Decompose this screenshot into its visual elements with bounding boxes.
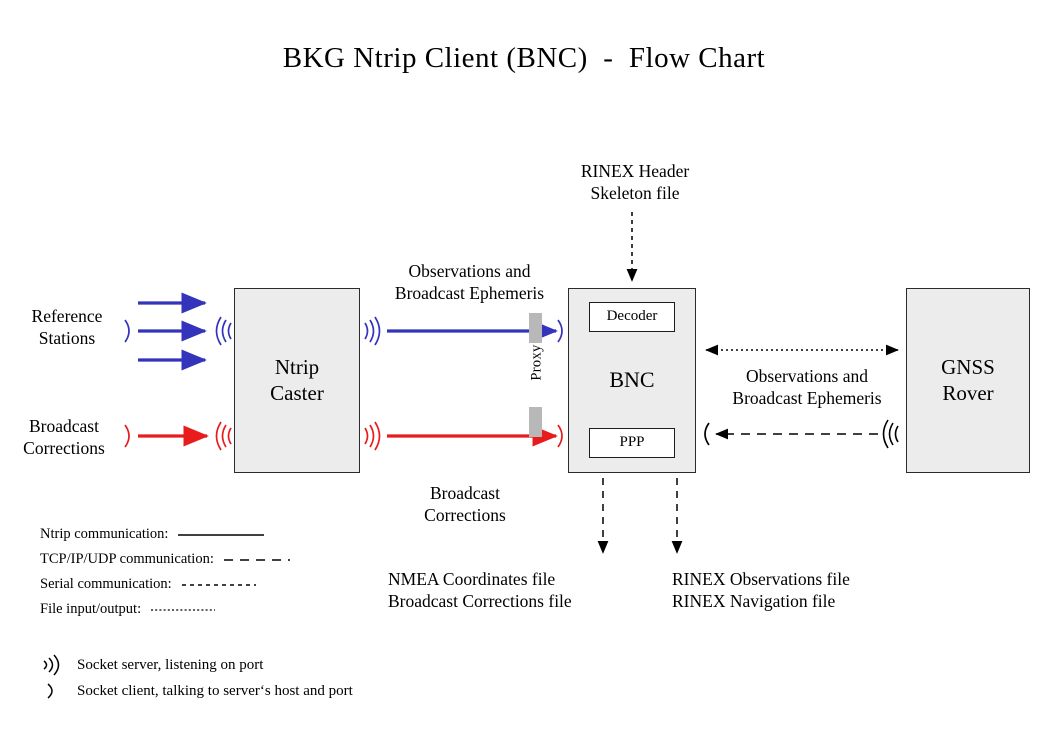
label-observations-ephemeris-caster-to-bnc: Observations and Broadcast Ephemeris: [394, 261, 545, 304]
legend-swatch-solid: [176, 496, 266, 574]
label-broadcast-corrections-caster-to-bnc: Broadcast Corrections: [424, 483, 506, 526]
legend-label-file-io: File input/output:: [40, 601, 142, 617]
legend-row-serial: Serial communication:: [40, 572, 370, 597]
node-bnc[interactable]: Decoder BNC PPP: [568, 288, 696, 473]
legend-row-ntrip: Ntrip communication:: [40, 522, 370, 547]
node-gnss-rover[interactable]: GNSS Rover: [906, 288, 1030, 473]
bnc-label: BNC: [609, 366, 655, 392]
arrow-reference-stations-to-caster: [138, 292, 207, 371]
legend-label-socket-client: Socket client, talking to server‘s host …: [77, 682, 353, 699]
node-ntrip-caster[interactable]: Ntrip Caster: [234, 288, 360, 473]
legend-swatch-dotted-fine: [149, 571, 217, 649]
proxy-bar-top: [529, 313, 542, 343]
legend-row-socket-client: Socket client, talking to server‘s host …: [38, 678, 458, 704]
label-rinex-header-skeleton-file: RINEX Header Skeleton file: [580, 161, 690, 204]
legend-label-serial: Serial communication:: [40, 576, 172, 592]
socket-client-icon: [557, 424, 563, 448]
socket-server-icon: [364, 316, 381, 346]
legend-label-ntrip: Ntrip communication:: [40, 526, 169, 542]
ntrip-caster-line2: Caster: [270, 380, 324, 405]
gnss-rover-line2: Rover: [942, 380, 994, 405]
page-title: BKG Ntrip Client (BNC) - Flow Chart: [282, 42, 766, 74]
proxy-element: Proxy: [524, 310, 548, 440]
label-observations-ephemeris-bnc-to-rover: Observations and Broadcast Ephemeris: [732, 366, 882, 409]
bnc-ppp-box[interactable]: PPP: [589, 427, 675, 458]
label-rinex-output-files: RINEX Observations file RINEX Navigation…: [672, 569, 850, 612]
label-reference-stations: Reference Stations: [31, 306, 103, 349]
socket-server-icon: [38, 618, 68, 712]
bnc-decoder-box[interactable]: Decoder: [589, 302, 675, 332]
socket-client-icon: [557, 319, 563, 343]
socket-client-icon: [704, 422, 710, 446]
proxy-bar-bottom: [529, 407, 542, 437]
legend-label-socket-server: Socket server, listening on port: [77, 656, 264, 673]
legend-label-tcpip: TCP/IP/UDP communication:: [40, 551, 214, 567]
proxy-label: Proxy: [528, 344, 545, 381]
legend-row-file-io: File input/output:: [40, 597, 370, 622]
socket-server-icon: [364, 421, 381, 451]
legend-row-socket-server: Socket server, listening on port: [38, 652, 458, 678]
legend-line-styles: Ntrip communication: TCP/IP/UDP communic…: [40, 522, 370, 622]
socket-server-icon: [215, 316, 232, 346]
gnss-rover-line1: GNSS: [941, 354, 995, 379]
legend-socket-symbols: Socket server, listening on port Socket …: [38, 652, 458, 704]
socket-server-icon: [882, 419, 899, 449]
legend-row-tcpip: TCP/IP/UDP communication:: [40, 547, 370, 572]
label-nmea-output-files: NMEA Coordinates file Broadcast Correcti…: [388, 569, 572, 612]
socket-client-icon: [38, 644, 68, 738]
socket-server-icon: [215, 421, 232, 451]
label-broadcast-corrections-input: Broadcast Corrections: [23, 416, 105, 459]
legend-swatch-dashed: [222, 521, 292, 599]
ntrip-caster-line1: Ntrip: [274, 354, 320, 379]
